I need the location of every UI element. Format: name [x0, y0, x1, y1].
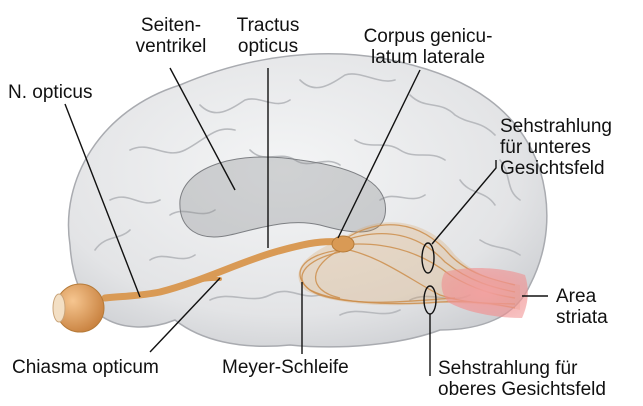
- label-sehstrahlung-oberes: Sehstrahlung für oberes Gesichtsfeld: [438, 358, 606, 400]
- label-chiasma-opticum: Chiasma opticum: [12, 357, 159, 378]
- label-n-opticus: N. opticus: [8, 82, 92, 103]
- label-meyer-schleife: Meyer-Schleife: [222, 357, 349, 378]
- label-tractus-opticus: Tractus opticus: [222, 15, 314, 57]
- label-corpus-geniculatum-laterale: Corpus genicu- latum laterale: [348, 26, 508, 68]
- lateral-geniculate-body: [332, 236, 354, 252]
- label-sehstrahlung-unteres: Sehstrahlung für unteres Gesichtsfeld: [500, 116, 612, 179]
- label-seitenventrikel: Seiten- ventrikel: [116, 15, 226, 57]
- eye: [53, 284, 104, 332]
- label-area-striata: Area striata: [556, 286, 608, 328]
